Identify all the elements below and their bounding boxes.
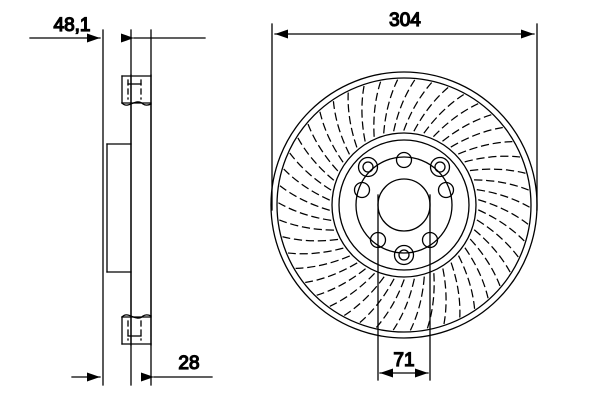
break-line-top (121, 101, 152, 106)
dimension-label-48-1: 48,1 (54, 15, 91, 36)
ringed-bolt-hole (429, 156, 451, 178)
break-line-bottom (121, 314, 152, 319)
vent-vane (450, 262, 461, 318)
outer-rim-circle (270, 71, 538, 339)
dimension-label-304: 304 (389, 10, 421, 31)
dimension-disc-thickness: 28 (71, 352, 213, 382)
vent-vane (476, 189, 530, 208)
vent-vane (432, 103, 479, 138)
vent-vane (464, 155, 521, 163)
friction-ring-outer-circle (276, 77, 532, 333)
vent-vane (279, 219, 334, 231)
vent-vane (450, 126, 503, 148)
dimension-label-28: 28 (178, 353, 199, 374)
plain-bolt-hole (395, 151, 413, 169)
vent-vane (361, 85, 366, 142)
vent-vane (289, 152, 332, 191)
vent-vane (469, 238, 501, 287)
vent-vane-group (278, 79, 530, 331)
dimension-label-71: 71 (393, 350, 414, 371)
vent-vane (423, 94, 465, 134)
vent-vane (316, 268, 366, 296)
vent-vane (478, 199, 529, 225)
vent-vane (426, 273, 435, 329)
center-bore-circle (377, 178, 431, 232)
vent-vane (307, 123, 339, 172)
vent-vane (329, 272, 376, 307)
hub-face-outer-circle (331, 132, 477, 278)
plain-bolt-hole (353, 181, 371, 199)
vent-vane (375, 279, 405, 328)
ringed-bolt-hole (393, 244, 415, 266)
vent-vane (393, 79, 416, 132)
vent-vane (282, 236, 339, 242)
vent-vane (343, 276, 385, 316)
bolt-hole-group (353, 151, 455, 266)
vent-vane (457, 255, 476, 309)
vent-vane (413, 86, 449, 132)
rib-detail-bottom (121, 314, 152, 345)
vent-vane (383, 79, 399, 134)
dimension-outer-diameter: 304 (274, 9, 535, 39)
rib-detail-top (121, 75, 152, 106)
vent-vane (409, 276, 425, 331)
vent-vane (392, 278, 415, 331)
vent-vane (319, 111, 344, 163)
vent-vane (476, 219, 519, 258)
front-circular-view: 304 (270, 9, 538, 381)
vent-vane (359, 278, 395, 324)
vent-vane (279, 185, 330, 211)
vent-vane (478, 209, 525, 242)
vent-vane (295, 255, 351, 269)
vent-vane (457, 141, 513, 155)
vent-vane (442, 114, 492, 142)
hub-plate-circle (355, 156, 453, 254)
vent-vane (473, 229, 511, 273)
ringed-bolt-hole (357, 156, 379, 178)
dimension-center-bore: 71 (379, 349, 429, 378)
vent-vane (283, 168, 330, 201)
vent-vane (474, 179, 529, 191)
vent-vane (464, 247, 489, 299)
vent-vane (403, 82, 433, 131)
vent-vane (278, 202, 332, 221)
vent-vane (373, 81, 382, 137)
vent-vane (287, 247, 344, 255)
plain-bolt-hole (437, 181, 455, 199)
vent-vane (305, 262, 358, 284)
vent-vane (347, 92, 358, 148)
side-profile-view: 48,1 28 (29, 14, 213, 386)
vent-vane (469, 168, 526, 174)
vent-vane (297, 137, 335, 181)
hub-face-inner-circle (338, 139, 470, 271)
vent-vane (442, 268, 447, 325)
vent-vane (332, 101, 351, 155)
dimension-overall-height: 48,1 (29, 14, 101, 43)
